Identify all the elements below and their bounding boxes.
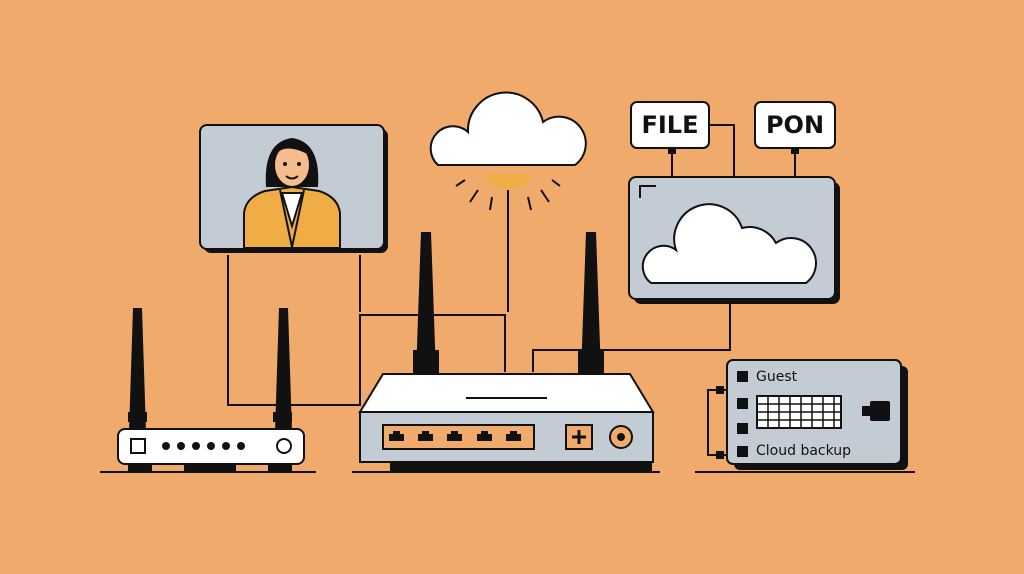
ethernet-port-icon: [389, 431, 521, 441]
pon-tag-label: PON: [766, 111, 824, 139]
side-connectors: [716, 386, 724, 459]
cloud-backup-label: Cloud backup: [756, 443, 851, 459]
guest-label: Guest: [756, 369, 798, 385]
cloud-backup-checkbox: [737, 446, 748, 457]
main-router: [352, 232, 660, 473]
user-video-panel: [199, 124, 388, 253]
settings-panel: Guest Cloud backup: [695, 359, 915, 473]
cloud-icon: [429, 91, 587, 166]
option-checkbox: [737, 398, 748, 409]
cloud-icon: [641, 203, 817, 284]
option-checkbox: [737, 423, 748, 434]
square-button-icon: [130, 438, 146, 454]
connection-wires: [227, 124, 796, 456]
connector-plug-icon: [862, 401, 890, 421]
guest-checkbox: [737, 371, 748, 382]
user-avatar-icon: [243, 138, 341, 249]
cloud-storage-panel: [628, 176, 840, 304]
small-router: [100, 308, 316, 473]
file-tag-label: FILE: [641, 111, 698, 139]
pon-tag: PON: [754, 101, 836, 154]
file-tag: FILE: [630, 101, 710, 154]
sun-icon: [455, 174, 561, 211]
power-indicator-icon: [276, 438, 292, 454]
status-lights: [162, 442, 245, 450]
keyboard-icon: [756, 395, 842, 429]
